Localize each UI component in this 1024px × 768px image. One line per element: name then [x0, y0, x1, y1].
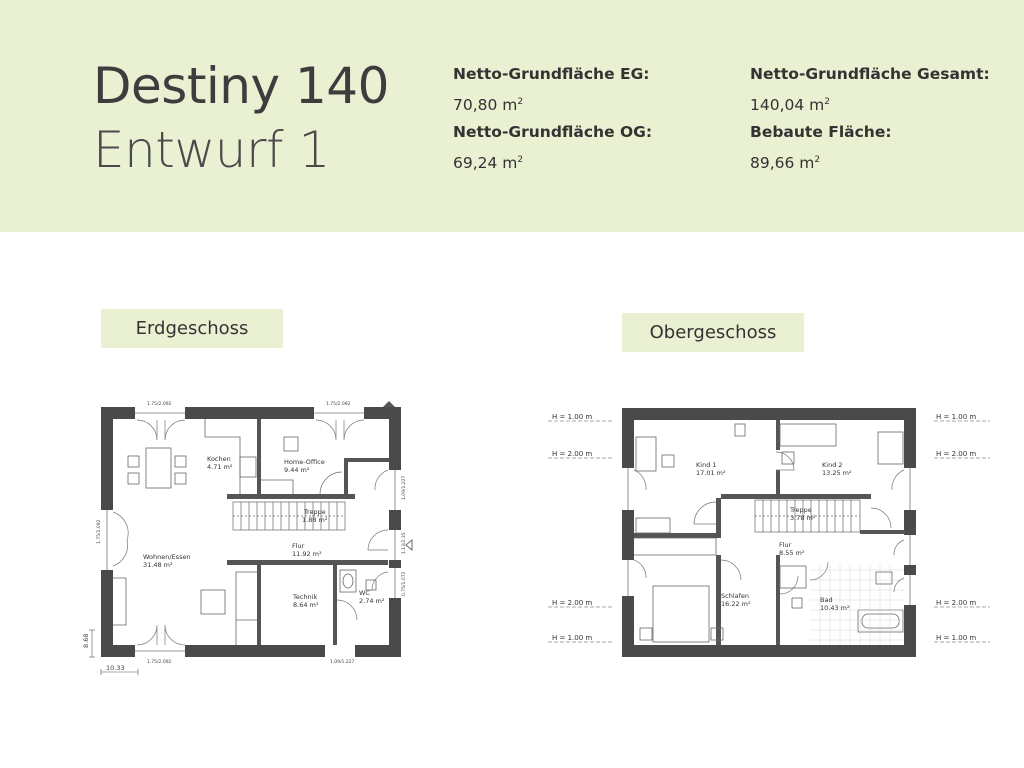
og-bath-tiles — [810, 565, 904, 645]
room-kind1-name: Kind 1 — [696, 461, 717, 469]
og-room-labels: Kind 1 17.01 m² Kind 2 13.25 m² Treppe 3… — [696, 461, 852, 612]
entrance-arrow-icon — [405, 539, 413, 551]
eg-room-labels: Kochen 4.71 m² Home-Office 9.44 m² Trepp… — [143, 455, 385, 609]
stat-value: 70,80 m — [453, 96, 518, 115]
design-variant: Entwurf 1 — [93, 121, 330, 179]
dim-window-top-left: 1.75/2.092 — [147, 401, 172, 407]
stat-value: 140,04 m — [750, 96, 825, 115]
room-schlafen-name: Schlafen — [721, 592, 749, 600]
height-label: H = 2.00 m — [552, 599, 592, 607]
room-kochen-area: 4.71 m² — [207, 463, 233, 471]
room-flur-name: Flur — [292, 542, 305, 550]
room-kochen-name: Kochen — [207, 455, 231, 463]
height-label: H = 1.00 m — [552, 634, 592, 642]
room-flur-area: 11.92 m² — [292, 550, 322, 558]
room-treppe-og-area: 3.78 m² — [790, 514, 816, 522]
room-schlafen-area: 16.22 m² — [721, 600, 751, 608]
floorplan-og: Kind 1 17.01 m² Kind 2 13.25 m² Treppe 3… — [548, 408, 990, 657]
header-banner: Destiny 140 Entwurf 1 Netto-Grundfläche … — [0, 0, 1024, 232]
stat-nfl-og: Netto-Grundfläche OG: 69,24 m2 — [453, 118, 652, 177]
stat-label: Bebaute Fläche: — [750, 123, 892, 141]
room-homeoffice-area: 9.44 m² — [284, 466, 310, 474]
room-wc-area: 2.74 m² — [359, 597, 385, 605]
eg-dimensions: 1.75/2.092 1.75/2.092 1.75/2.092 1.09/1.… — [82, 401, 407, 672]
room-flur-og-name: Flur — [779, 541, 792, 549]
dim-window-bottom: 1.75/2.092 — [147, 659, 172, 665]
room-kind1-area: 17.01 m² — [696, 469, 726, 477]
height-label: H = 2.00 m — [936, 599, 976, 607]
dim-height: 8.68 — [82, 634, 90, 648]
og-height-labels: H = 1.00 m H = 2.00 m H = 2.00 m H = 1.0… — [552, 413, 976, 642]
room-homeoffice-name: Home-Office — [284, 458, 325, 466]
room-wohnen-area: 31.48 m² — [143, 561, 173, 569]
stat-value: 69,24 m — [453, 154, 518, 173]
floor-label-og: Obergeschoss — [622, 313, 804, 352]
room-kind2-area: 13.25 m² — [822, 469, 852, 477]
height-label: H = 2.00 m — [936, 450, 976, 458]
room-treppe-og-name: Treppe — [789, 506, 812, 514]
og-stairs — [754, 499, 861, 533]
stat-value: 89,66 m — [750, 154, 815, 173]
room-bad-area: 10.43 m² — [820, 604, 850, 612]
stat-label: Netto-Grundfläche Gesamt: — [750, 65, 990, 83]
room-treppe-area: 1.88 m² — [302, 516, 328, 524]
og-height-lines — [548, 420, 990, 643]
height-label: H = 2.00 m — [552, 450, 592, 458]
dim-window-left: 1.75/2.092 — [96, 519, 102, 544]
eg-walls — [101, 407, 401, 657]
eg-door-swings — [112, 419, 389, 646]
room-treppe-name: Treppe — [303, 508, 326, 516]
dim-window-top-right: 1.75/2.092 — [326, 401, 351, 407]
stat-label: Netto-Grundfläche OG: — [453, 123, 653, 141]
height-label: H = 1.00 m — [936, 634, 976, 642]
dim-width: 10.33 — [106, 664, 125, 672]
og-door-swings — [633, 451, 905, 595]
stat-nfl-total: Netto-Grundfläche Gesamt: 140,04 m2 — [750, 60, 990, 119]
room-kind2-name: Kind 2 — [822, 461, 843, 469]
floor-label-eg: Erdgeschoss — [101, 309, 283, 348]
dim-window-right-3: 0.75/1.072 — [401, 571, 407, 596]
room-flur-og-area: 8.55 m² — [779, 549, 805, 557]
floorplan-eg: Kochen 4.71 m² Home-Office 9.44 m² Trepp… — [82, 401, 413, 675]
height-label: H = 1.00 m — [552, 413, 592, 421]
eg-stairs — [232, 501, 346, 531]
height-label: H = 1.00 m — [936, 413, 976, 421]
dim-window-right-2: 1.13/2.35 — [401, 532, 407, 554]
room-bad-name: Bad — [820, 596, 833, 604]
room-wc-name: WC — [359, 589, 370, 597]
stat-label: Netto-Grundfläche EG: — [453, 65, 650, 83]
house-name: Destiny 140 — [93, 57, 389, 115]
stat-built-area: Bebaute Fläche: 89,66 m2 — [750, 118, 892, 177]
house-title: Destiny 140 Entwurf 1 — [93, 54, 389, 182]
room-technik-area: 8.64 m² — [293, 601, 319, 609]
stat-nfl-eg: Netto-Grundfläche EG: 70,80 m2 — [453, 60, 650, 119]
dim-entrance: 1.09/1.227 — [330, 659, 355, 665]
dim-window-right-1: 1.09/1.227 — [401, 475, 407, 500]
north-marker-icon — [383, 401, 395, 407]
room-technik-name: Technik — [292, 593, 317, 601]
room-wohnen-name: Wohnen/Essen — [143, 553, 191, 561]
